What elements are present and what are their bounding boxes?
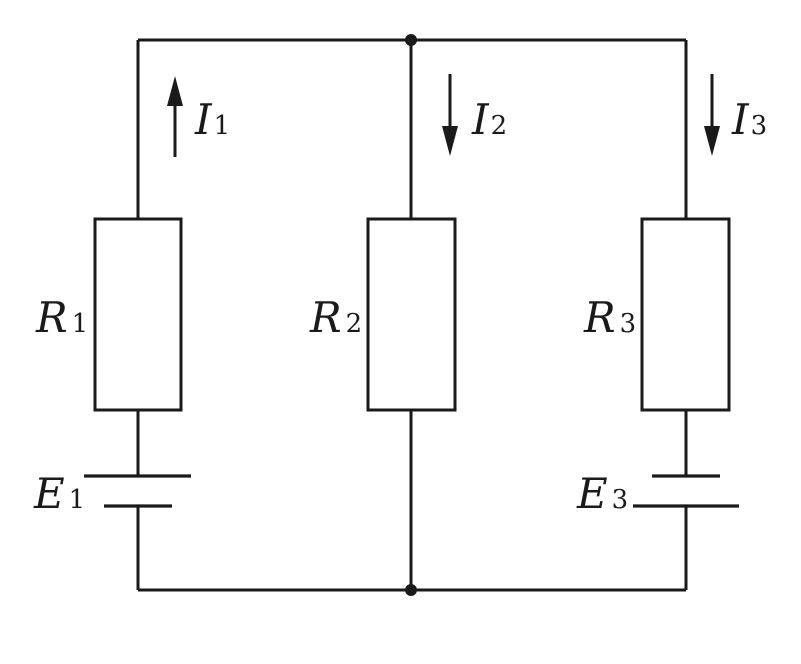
label-i1: I1 xyxy=(194,95,230,144)
resistor-r1 xyxy=(93,217,183,412)
current-i1-arrow-icon xyxy=(167,76,183,157)
current-i3-arrow-icon xyxy=(704,74,720,156)
label-i2: I2 xyxy=(471,95,507,144)
current-i2-arrow-icon xyxy=(442,74,458,156)
resistor-r3 xyxy=(640,217,731,412)
top-junction-dot xyxy=(405,34,417,46)
bottom-junction-dot xyxy=(405,584,417,596)
label-i3: I3 xyxy=(731,95,767,144)
resistor-r2 xyxy=(366,217,457,412)
